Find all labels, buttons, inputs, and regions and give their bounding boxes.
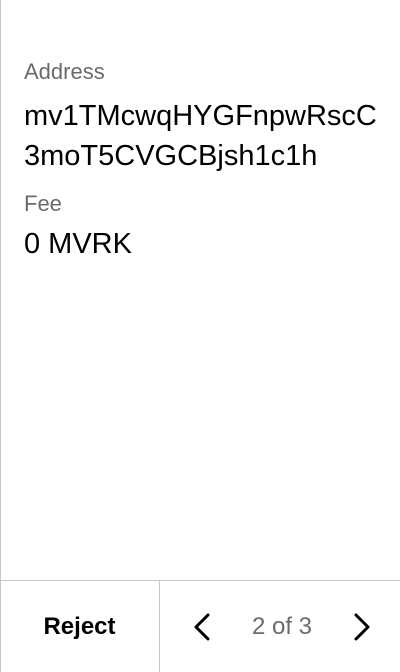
address-label: Address xyxy=(24,59,105,84)
reject-button[interactable]: Reject xyxy=(0,581,160,672)
chevron-right-icon[interactable] xyxy=(350,611,374,643)
transaction-review: Address mv1TMcwqHYGFnpwRscC3moT5CVGCBjsh… xyxy=(24,56,380,264)
fee-value: 0 MVRK xyxy=(24,228,132,260)
chevron-left-icon[interactable] xyxy=(190,611,214,643)
page-navigator: 2 of 3 xyxy=(160,581,400,672)
action-bar: Reject 2 of 3 xyxy=(0,580,400,672)
page-indicator: 2 of 3 xyxy=(251,612,313,640)
fee-label: Fee xyxy=(24,191,62,216)
address-value: mv1TMcwqHYGFnpwRscC3moT5CVGCBjsh1c1h xyxy=(24,100,377,172)
screen-border xyxy=(0,0,1,672)
